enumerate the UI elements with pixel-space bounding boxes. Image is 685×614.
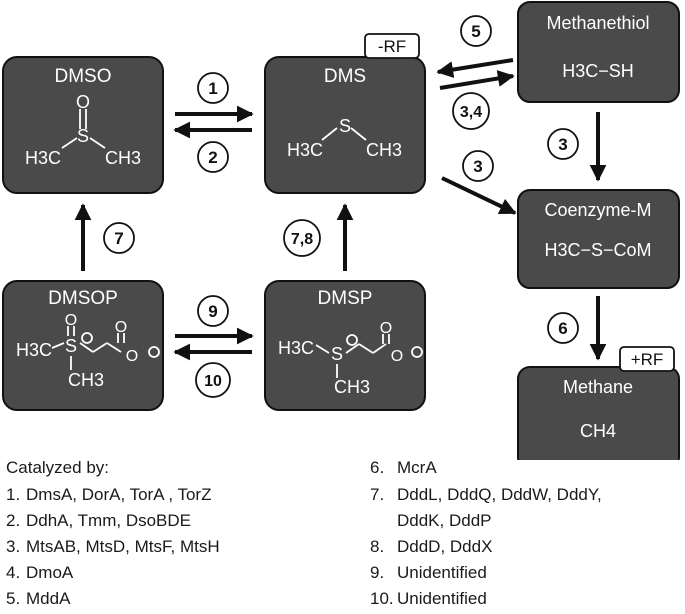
arrow-methanethiol-to-dms bbox=[436, 58, 514, 78]
legend-title: Catalyzed by: bbox=[6, 458, 109, 477]
legend-item-5: 5.MddA bbox=[6, 589, 71, 608]
reaction-label-2: 2 bbox=[197, 141, 229, 173]
methanethiol-box: Methanethiol H3C−SH bbox=[517, 1, 680, 103]
legend-item-3: 3.MtsAB, MtsD, MtsF, MtsH bbox=[6, 537, 220, 556]
methanethiol-formula: H3C−SH bbox=[562, 61, 634, 81]
dmsp-carboxyl-oxygen: O bbox=[391, 348, 403, 365]
svg-text:6: 6 bbox=[558, 319, 567, 338]
legend-item-4: 4.DmoA bbox=[6, 563, 74, 582]
reaction-label-3-dms: 3 bbox=[462, 150, 494, 182]
dmsp-name: DMSP bbox=[318, 288, 373, 309]
methane-formula: CH4 bbox=[580, 421, 616, 441]
reaction-label-7: 7 bbox=[103, 222, 135, 254]
dms-methyl-left: H3C bbox=[287, 140, 323, 160]
legend-item-9: 9.Unidentified bbox=[370, 563, 487, 582]
dms-tag-box bbox=[364, 33, 420, 59]
dms-box: DMS -RF S H3C CH3 bbox=[264, 33, 426, 194]
dms-tag: -RF bbox=[378, 37, 406, 56]
legend-item-1: 1.DmsA, DorA, TorA , TorZ bbox=[6, 485, 212, 504]
arrow-dms-to-coenzyme-m bbox=[441, 176, 517, 215]
svg-text:2: 2 bbox=[208, 148, 217, 167]
reaction-arrows bbox=[74, 58, 607, 361]
methanethiol-name: Methanethiol bbox=[546, 13, 649, 33]
arrow-dms-to-methanethiol bbox=[439, 70, 515, 90]
svg-text:3: 3 bbox=[558, 135, 567, 154]
reaction-label-10: 10 bbox=[195, 362, 231, 398]
reaction-label-3-4: 3,4 bbox=[452, 92, 490, 130]
coenzyme-m-box: Coenzyme-M H3C−S−CoM bbox=[517, 189, 680, 289]
dmsop-carboxyl-oxygen: O bbox=[126, 348, 138, 365]
coenzyme-m-formula: H3C−S−CoM bbox=[544, 240, 651, 260]
dmsop-box: DMSOP O S O O H3C CH3 bbox=[2, 280, 164, 411]
dmsp-carbonyl-oxygen: O bbox=[380, 320, 392, 337]
dmso-sulfur: S bbox=[77, 126, 89, 146]
dmsop-methyl-left: H3C bbox=[16, 340, 52, 360]
dms-name: DMS bbox=[324, 66, 366, 87]
dms-sulfur: S bbox=[339, 116, 351, 136]
reaction-label-9: 9 bbox=[197, 295, 229, 327]
dmsop-methyl-bottom: CH3 bbox=[68, 370, 104, 390]
legend-item-7-continued: DddK, DddP bbox=[397, 511, 492, 530]
legend-item-2: 2.DdhA, Tmm, DsoBDE bbox=[6, 511, 192, 530]
dmsop-oxygen: O bbox=[65, 312, 77, 329]
svg-text:3: 3 bbox=[473, 157, 482, 176]
methane-name: Methane bbox=[563, 377, 633, 397]
legend-item-7: 7.DddL, DddQ, DddW, DddY, bbox=[370, 485, 602, 504]
reaction-label-6: 6 bbox=[547, 312, 579, 344]
svg-text:7,8: 7,8 bbox=[291, 231, 313, 248]
svg-text:9: 9 bbox=[208, 302, 217, 321]
dmsp-methyl-bottom: CH3 bbox=[334, 377, 370, 397]
reaction-label-5: 5 bbox=[460, 15, 492, 47]
svg-text:7: 7 bbox=[114, 229, 123, 248]
reaction-label-3-methanethiol: 3 bbox=[547, 128, 579, 160]
legend-item-6: 6.McrA bbox=[370, 458, 437, 477]
dms-methyl-right: CH3 bbox=[366, 140, 402, 160]
dmsp-sulfur: S bbox=[331, 344, 343, 364]
dmsop-structure bbox=[51, 326, 160, 370]
svg-text:1: 1 bbox=[208, 79, 217, 98]
reaction-labels: 1 2 3 3 3,4 5 6 7 bbox=[103, 15, 579, 398]
coenzyme-m-name: Coenzyme-M bbox=[544, 200, 651, 220]
svg-text:10: 10 bbox=[204, 373, 222, 390]
methane-tag: +RF bbox=[631, 350, 664, 369]
pathway-diagram: DMSO O S H3C CH3 DMS -RF S H3C CH3 Metha… bbox=[2, 1, 680, 460]
dmsop-carbonyl-oxygen: O bbox=[115, 319, 127, 336]
svg-text:3,4: 3,4 bbox=[460, 104, 482, 121]
svg-text:5: 5 bbox=[471, 22, 480, 41]
reaction-label-7-8: 7,8 bbox=[283, 219, 321, 257]
methane-box: +RF Methane CH4 bbox=[517, 346, 680, 460]
dmso-methyl-right: CH3 bbox=[105, 148, 141, 168]
dmso-methyl-left: H3C bbox=[25, 148, 61, 168]
dms-structure bbox=[321, 127, 367, 141]
reaction-label-1: 1 bbox=[197, 72, 229, 104]
dmsp-structure bbox=[315, 334, 423, 378]
dmso-structure bbox=[61, 109, 106, 149]
dmsp-methyl-left: H3C bbox=[278, 338, 314, 358]
dmsp-box: DMSP S O O H3C CH3 bbox=[264, 280, 426, 411]
dmsop-name: DMSOP bbox=[48, 288, 118, 309]
dmso-oxygen: O bbox=[76, 92, 90, 112]
legend-item-8: 8.DddD, DddX bbox=[370, 537, 493, 556]
legend-item-10: 10.Unidentified bbox=[370, 589, 487, 608]
dmso-box: DMSO O S H3C CH3 bbox=[2, 56, 164, 194]
dmso-name: DMSO bbox=[55, 66, 112, 87]
dmsop-sulfur: S bbox=[65, 336, 77, 356]
methane-tag-box bbox=[619, 346, 675, 372]
